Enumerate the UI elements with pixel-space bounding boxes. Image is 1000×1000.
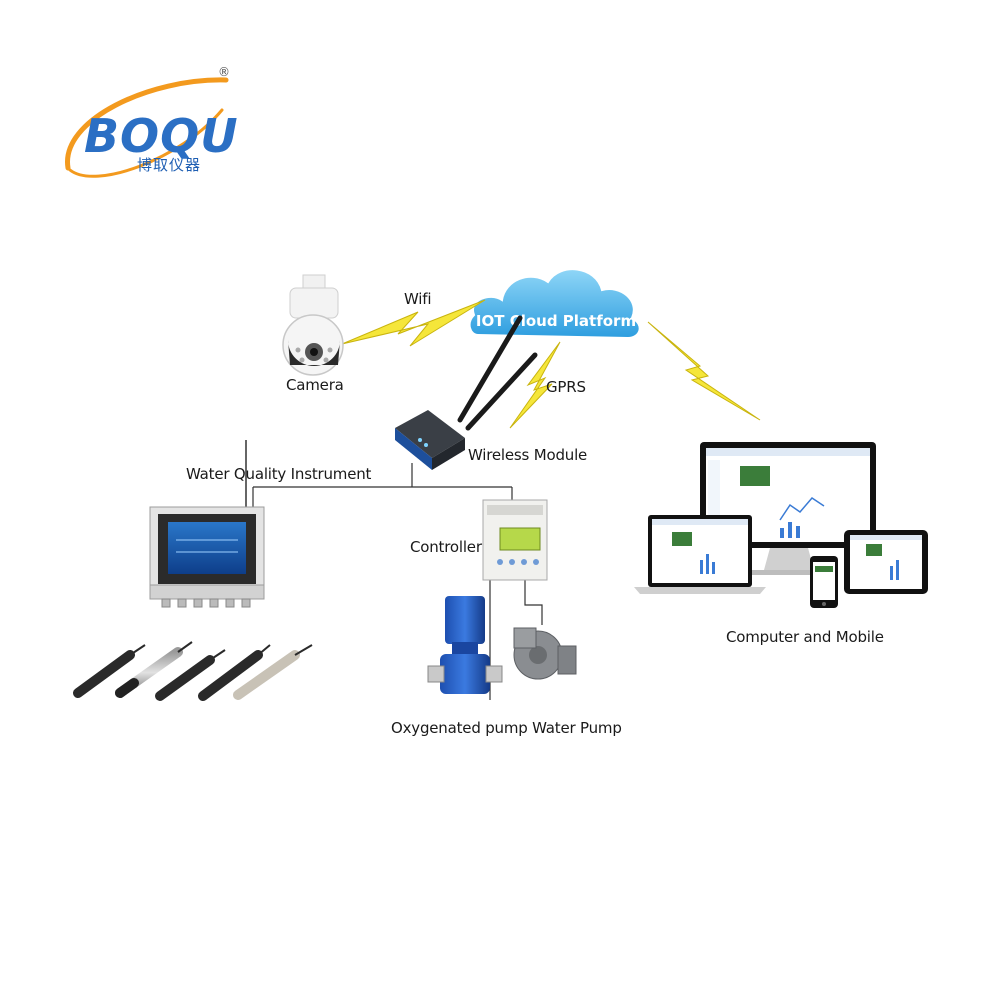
gprs-label: GPRS	[546, 378, 586, 396]
sensor-probe-icon	[115, 641, 193, 698]
logo-registered-mark: ®	[218, 65, 230, 79]
water-quality-instrument-label: Water Quality Instrument	[186, 465, 372, 483]
logo-subtitle: 博取仪器	[137, 156, 202, 174]
logo-orbit	[65, 77, 229, 171]
tablet-icon	[844, 530, 928, 594]
computer-mobile-label: Computer and Mobile	[726, 628, 884, 646]
sensor-probe-icon	[155, 649, 226, 701]
cloud-label: IOT Cloud Platform	[476, 312, 636, 330]
controller-label: Controller	[410, 538, 482, 556]
wifi-label: Wifi	[404, 290, 432, 308]
lightning-icon	[341, 299, 486, 347]
controller-icon	[482, 499, 548, 581]
camera-label: Camera	[286, 376, 344, 394]
brand-logo: BOQU ®	[65, 65, 239, 178]
lightning-icon	[509, 341, 561, 429]
monitor-icon	[700, 442, 876, 575]
cloud-icon: IOT Cloud Platform	[468, 268, 641, 340]
wireless-module-label: Wireless Module	[468, 446, 588, 464]
logo-brand-text: BOQU	[84, 109, 239, 163]
pumps-label: Oxygenated pump Water Pump	[391, 719, 622, 737]
laptop-icon	[634, 515, 766, 594]
lightning-icon	[647, 321, 761, 421]
sensor-probe-icon	[73, 644, 146, 698]
router-icon	[395, 315, 538, 470]
pump-icon	[427, 596, 503, 694]
blower-icon	[513, 627, 577, 680]
sensor-probes	[73, 641, 313, 701]
phone-icon	[810, 556, 838, 608]
sensor-probe-icon	[198, 644, 271, 701]
network-wiring	[252, 463, 543, 700]
sensor-probe-icon	[233, 644, 313, 700]
logo-orbit-inner	[68, 108, 224, 178]
camera-icon	[282, 274, 344, 376]
instrument-icon	[149, 440, 265, 608]
